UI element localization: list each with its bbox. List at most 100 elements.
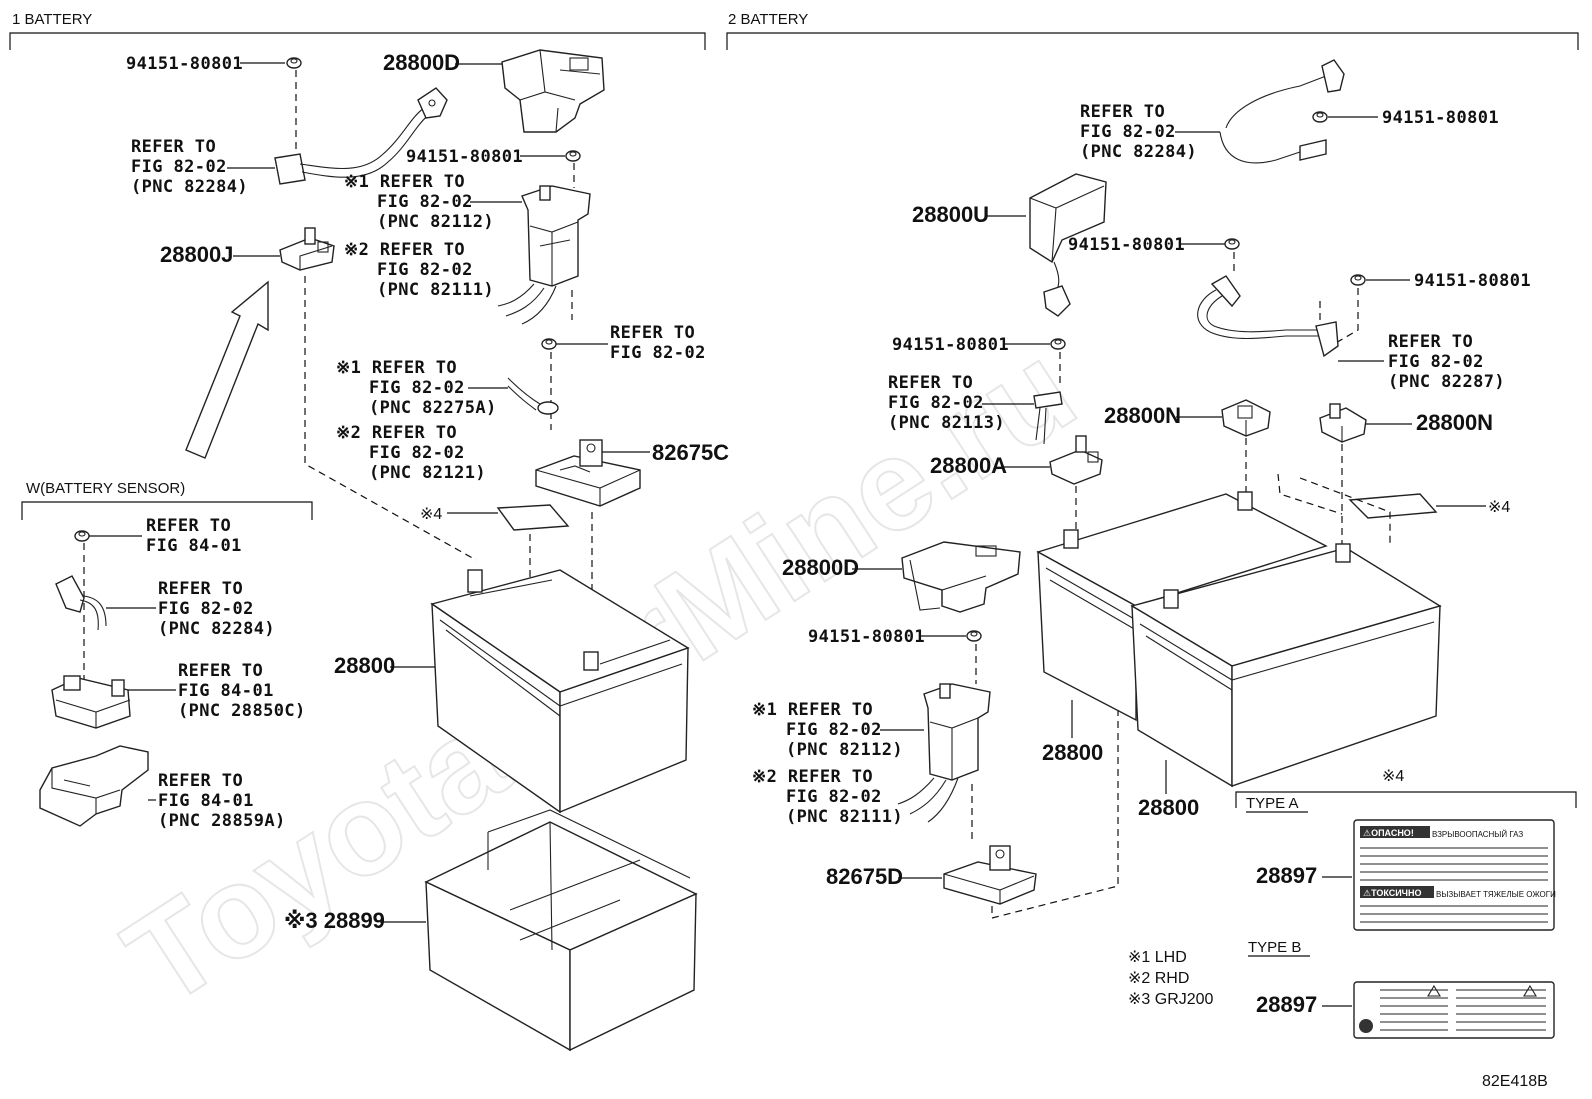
sensor-cover	[39, 745, 149, 827]
refer-label-1-t2-l1: ※2 REFER TO	[344, 240, 465, 260]
refer-label-1-w2-l1: ※2 REFER TO	[336, 423, 457, 443]
part-label-nut-2d: 94151-80801	[892, 335, 1009, 355]
refer-label-1-t1-l1: ※1 REFER TO	[344, 172, 465, 192]
refer-label-1-cable-l2: FIG 82-02	[131, 157, 227, 177]
diagram-code: 82E418B	[1482, 1073, 1548, 1090]
refer-label-sensor-cable-l2: FIG 82-02	[158, 599, 254, 619]
refer-label-sensor-cover-l3: (PNC 28859A)	[158, 811, 286, 831]
part-label-tray-1: ※3 28899	[284, 908, 385, 933]
direction-arrow	[185, 280, 269, 459]
refer-label-1-nut-l2: FIG 82-02	[610, 343, 706, 363]
battery-2a	[1036, 491, 1328, 722]
refer-label-2-t1-l2: FIG 82-02	[786, 720, 882, 740]
type-b-title: TYPE B	[1248, 939, 1301, 956]
label-a-mid-right: ВЫЗЫВАЕТ ТЯЖЕЛЫЕ ОЖОГИ	[1436, 890, 1556, 899]
terminal-holder-1	[535, 439, 641, 507]
part-label-battery-2b: 28800	[1138, 795, 1199, 820]
nut-2d	[1050, 338, 1066, 350]
refer-label-2-82113-l3: (PNC 82113)	[888, 413, 1005, 433]
section-title-2-battery: 2 BATTERY	[728, 11, 808, 28]
nut-1b	[565, 150, 581, 162]
part-label-cover-2u: 28800U	[912, 202, 989, 227]
part-label-nut-2e: 94151-80801	[808, 627, 925, 647]
label-a-top-right: ВЗРЫВООПАСНЫЙ ГАЗ	[1432, 830, 1523, 839]
terminal-clamp-2a	[1049, 435, 1103, 485]
refer-label-2-t2-l3: (PNC 82111)	[786, 807, 903, 827]
refer-label-1-cable-l3: (PNC 82284)	[131, 177, 248, 197]
refer-label-2-t2-l2: FIG 82-02	[786, 787, 882, 807]
refer-label-2-82287-l1: REFER TO	[1388, 332, 1473, 352]
refer-label-1-t1-l2: FIG 82-02	[377, 192, 473, 212]
battery-sensor-unit	[51, 675, 131, 729]
part-label-nut-1a: 94151-80801	[126, 54, 243, 74]
refer-label-1-w1-l1: ※1 REFER TO	[336, 358, 457, 378]
refer-label-1-w2-l3: (PNC 82121)	[369, 463, 486, 483]
part-label-nut-1b: 94151-80801	[406, 147, 523, 167]
battery-1	[430, 569, 690, 814]
refer-label-2-t1-l3: (PNC 82112)	[786, 740, 903, 760]
refer-label-2-cable-l3: (PNC 82284)	[1080, 142, 1197, 162]
refer-label-1-t2-l3: (PNC 82111)	[377, 280, 494, 300]
part-label-cover-1: 28800D	[383, 50, 460, 75]
terminal-cover-1	[501, 49, 605, 133]
wire-terminal-1	[507, 377, 559, 415]
terminal-clamp-2n-left	[1221, 399, 1271, 437]
label-a-top: ⚠ОПАСНО!	[1363, 828, 1414, 838]
warning-label-2	[1348, 493, 1438, 519]
terminal-clamp-2n-right	[1319, 403, 1367, 443]
part-label-clamp-2n-left: 28800N	[1104, 403, 1181, 428]
footnote-rhd: ※2 RHD	[1128, 970, 1189, 987]
section-bracket-1	[9, 32, 706, 50]
terminal-cover-2u	[1029, 173, 1107, 317]
part-label-holder-2: 82675D	[826, 864, 903, 889]
battery-2b	[1130, 543, 1442, 788]
refer-label-sensor-cable-l3: (PNC 82284)	[158, 619, 275, 639]
refer-label-2-82287-l3: (PNC 82287)	[1388, 372, 1505, 392]
refer-label-sensor-unit-l3: (PNC 28850C)	[178, 701, 306, 721]
part-label-label-a: 28897	[1256, 863, 1317, 888]
footnote-grj200: ※3 GRJ200	[1128, 991, 1214, 1008]
refer-label-2-cable-l1: REFER TO	[1080, 102, 1165, 122]
refer-label-sensor-nut-l2: FIG 84-01	[146, 536, 242, 556]
refer-label-sensor-cover-l2: FIG 84-01	[158, 791, 254, 811]
refer-label-2-82113-l2: FIG 82-02	[888, 393, 984, 413]
nut-2e	[966, 630, 982, 642]
warning-label-1	[496, 504, 570, 531]
section-title-battery-sensor: W(BATTERY SENSOR)	[26, 480, 185, 497]
refer-label-1-w1-l2: FIG 82-02	[369, 378, 465, 398]
part-label-clamp-1: 28800J	[160, 242, 233, 267]
refer-label-1-w2-l2: FIG 82-02	[369, 443, 465, 463]
ground-cable-2b	[1197, 275, 1339, 358]
nut-2b	[1224, 238, 1240, 250]
part-label-battery-1: 28800	[334, 653, 395, 678]
terminal-clamp-1	[279, 227, 335, 271]
terminal-holder-2	[943, 845, 1037, 905]
part-label-nut-2c: 94151-80801	[1414, 271, 1531, 291]
warning-label-type-b	[1353, 981, 1555, 1039]
refer-label-sensor-unit-l1: REFER TO	[178, 661, 263, 681]
part-label-holder-1: 82675C	[652, 440, 729, 465]
refer-label-2-t1-l1: ※1 REFER TO	[752, 700, 873, 720]
mark4-2: ※4	[1488, 499, 1510, 516]
part-label-nut-2a: 94151-80801	[1382, 108, 1499, 128]
ground-cable-1	[274, 87, 448, 185]
refer-label-2-cable-l2: FIG 82-02	[1080, 122, 1176, 142]
nut-1c	[541, 338, 557, 350]
mark4-1: ※4	[420, 506, 442, 523]
positive-terminal-2	[897, 683, 991, 823]
label-a-mid: ⚠ТОКСИЧНО	[1363, 888, 1422, 898]
refer-label-sensor-unit-l2: FIG 84-01	[178, 681, 274, 701]
mark4-types: ※4	[1382, 768, 1404, 785]
positive-terminal-1	[497, 185, 591, 325]
part-label-label-b: 28897	[1256, 992, 1317, 1017]
sensor-nut	[74, 530, 90, 542]
nut-2a	[1312, 111, 1328, 123]
nut-2c	[1350, 274, 1366, 286]
refer-label-1-w1-l3: (PNC 82275A)	[369, 398, 497, 418]
refer-label-sensor-nut-l1: REFER TO	[146, 516, 231, 536]
section-bracket-2	[726, 32, 1579, 50]
section-title-1-battery: 1 BATTERY	[12, 11, 92, 28]
ground-cable-2	[1219, 59, 1345, 164]
refer-label-2-t2-l1: ※2 REFER TO	[752, 767, 873, 787]
